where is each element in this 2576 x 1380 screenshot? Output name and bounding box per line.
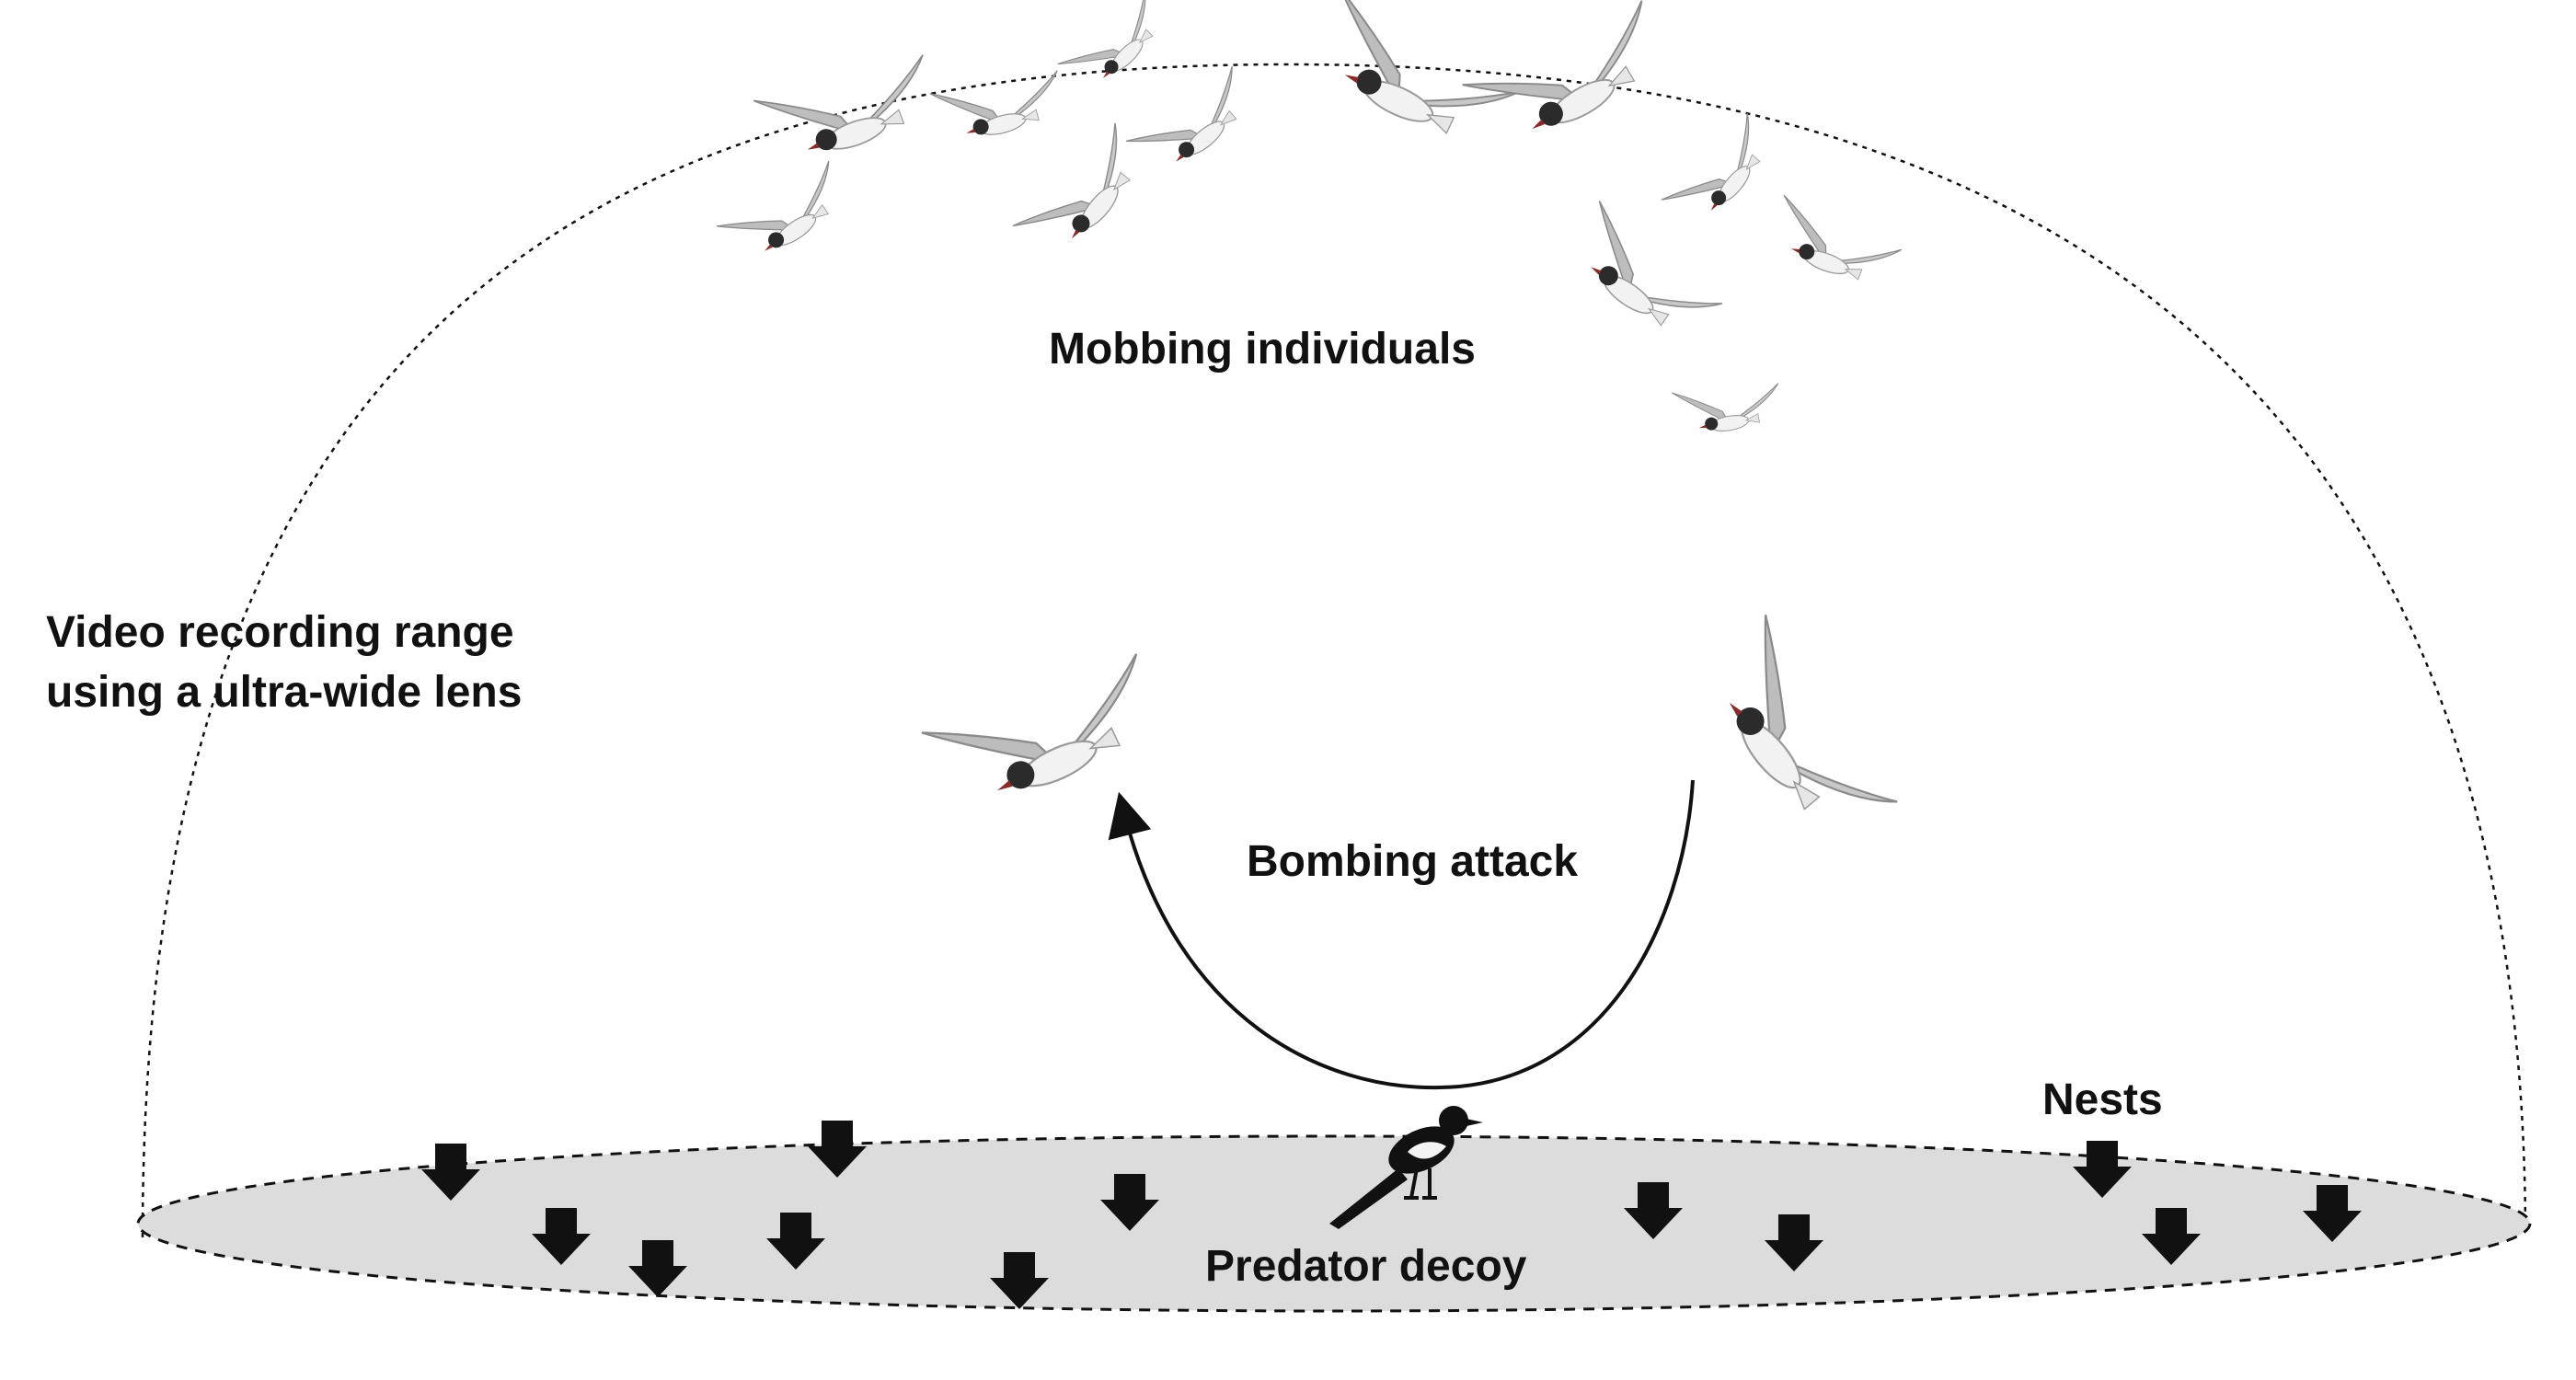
range-label-line-1: Video recording range xyxy=(46,608,514,657)
magpie-icon xyxy=(1329,1106,1483,1229)
gull-icon xyxy=(1764,194,1906,294)
gull-icon xyxy=(1125,57,1262,186)
gull-icon xyxy=(1012,114,1156,268)
gull-icon xyxy=(1661,106,1782,236)
gull-icon xyxy=(753,40,946,175)
gull-icon xyxy=(1687,614,1914,856)
gull-icon xyxy=(929,59,1070,150)
video-recording-range-label: Video recording range using a ultra-wide… xyxy=(46,604,522,723)
predator-decoy-label: Predator decoy xyxy=(1205,1242,1527,1291)
gull-icon xyxy=(716,151,857,274)
gull-icon xyxy=(1671,374,1786,440)
mobbing-individuals-label: Mobbing individuals xyxy=(1049,325,1476,374)
recording-range-dome xyxy=(141,63,2527,1238)
bombing-attack-arrow xyxy=(1108,779,1695,1090)
range-label-line-2: using a ultra-wide lens xyxy=(46,667,523,717)
bombing-attack-label: Bombing attack xyxy=(1247,837,1579,886)
gull-icon xyxy=(1558,200,1731,351)
gull-icon xyxy=(920,635,1172,825)
nests-label: Nests xyxy=(2042,1075,2163,1124)
gull-icon xyxy=(1057,0,1175,100)
gull-icon xyxy=(1301,0,1528,159)
